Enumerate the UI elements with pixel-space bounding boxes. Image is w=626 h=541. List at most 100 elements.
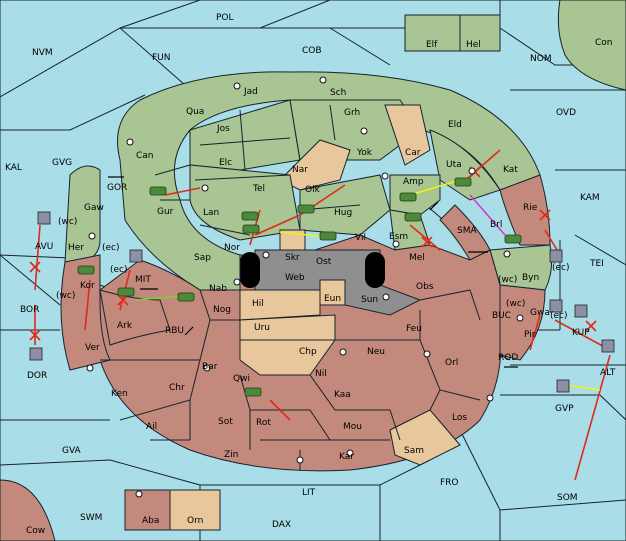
land-label-skr: Skr (285, 253, 300, 263)
army-unit-vil (319, 231, 337, 241)
sea-label-mit: MIT (135, 275, 151, 285)
fleet-unit-gvp (556, 379, 570, 393)
supply-centre-marker (86, 364, 94, 372)
supply-centre-marker (423, 350, 431, 358)
land-label-elf: Elf (426, 40, 438, 50)
fleet-unit-gwa (549, 299, 563, 313)
sea-label-gor: GOR (107, 183, 127, 193)
supply-centre-marker (203, 364, 211, 372)
supply-centre-marker (135, 490, 143, 498)
land-label-byn: Byn (522, 273, 539, 283)
supply-centre-marker (382, 293, 390, 301)
sea-label-ovd: OVD (556, 108, 576, 118)
order-move-arrow (554, 319, 611, 351)
army-unit-rot (244, 387, 262, 397)
army-unit-brl (504, 234, 522, 244)
sea-label-nvm: NVM (32, 48, 53, 58)
land-label-nor: Nor (224, 243, 240, 253)
fleet-units (29, 211, 615, 393)
sea-label-fun: FUN (152, 53, 171, 63)
supply-centre-marker (468, 167, 476, 175)
coast-tag-byn-ec: (ec) (552, 263, 570, 273)
land-label-sch: Sch (330, 88, 346, 98)
land-label-can: Can (136, 151, 154, 161)
land-label-elc: Elc (219, 158, 232, 168)
province-jos-area (189, 99, 301, 171)
sea-label-gvp: GVP (555, 404, 574, 414)
sea-label-tei: TEI (589, 259, 604, 269)
sea-label-kup: KUP (572, 328, 590, 338)
failed-order-cross (585, 320, 597, 332)
land-label-chp: Chp (299, 347, 317, 357)
adjacency-arrow-sma-north (429, 201, 439, 211)
land-label-hug: Hug (334, 208, 352, 218)
land-label-con: Con (595, 38, 613, 48)
land-label-kar: Kar (339, 452, 354, 462)
supply-centre-marker (346, 449, 354, 457)
land-label-her: Her (68, 243, 84, 253)
land-label-orn: Orn (187, 516, 203, 526)
sea-label-fro: FRO (440, 478, 459, 488)
army-unit-amp (399, 192, 417, 202)
land-label-kor: Kor (80, 281, 95, 291)
army-units (77, 177, 522, 397)
adjacency-arrow-rbu (184, 326, 194, 336)
land-label-nil: Nil (315, 369, 327, 379)
land-label-feu: Feu (406, 324, 422, 334)
land-label-ver: Ver (85, 343, 100, 353)
land-label-vil: Vil (355, 233, 366, 243)
sea-label-rbu: RBU (165, 326, 184, 336)
province-con (557, 0, 626, 91)
supply-centre-marker (381, 172, 389, 180)
land-label-uta: Uta (446, 160, 462, 170)
land-label-sam: Sam (404, 446, 424, 456)
supply-centre-marker (201, 184, 209, 192)
coast-tag-gwa-ec: (ec) (550, 311, 568, 321)
sea-label-nom: NOM (530, 54, 552, 64)
supply-centre-marker (392, 240, 400, 248)
province-borders (100, 104, 481, 470)
supply-centre-marker (319, 76, 327, 84)
land-label-grh: Grh (344, 108, 360, 118)
supply-centres (86, 76, 524, 498)
supply-centre-marker (262, 251, 270, 259)
land-label-ost: Ost (316, 257, 332, 267)
land-label-nar: Nar (292, 165, 308, 175)
supply-centre-marker (296, 456, 304, 464)
land-label-olk: Olk (305, 185, 321, 195)
supply-centre-marker (516, 314, 524, 322)
province-uta (429, 129, 501, 201)
coast-tag-avu-wc: (wc) (58, 217, 77, 227)
failed-order-cross (29, 329, 41, 341)
order-move-arrow (529, 314, 541, 351)
army-unit-lan (241, 211, 259, 221)
tunnel-east-cap (365, 252, 385, 288)
order-move-arrow (164, 187, 201, 196)
sea-label-swm: SWM (80, 513, 102, 523)
order-move-arrow (84, 279, 91, 331)
sea-label-lit: LIT (302, 488, 316, 498)
province-nar (279, 139, 351, 191)
land-label-sap: Sap (194, 253, 211, 263)
land-label-gaw: Gaw (84, 203, 104, 213)
fleet-unit-alt (601, 339, 615, 353)
province-hel (459, 14, 501, 52)
fleet-unit-dor (29, 347, 43, 361)
fleet-unit-mit (129, 249, 143, 263)
land-label-aba: Aba (142, 516, 159, 526)
land-label-pir: Pir (524, 330, 536, 340)
land-label-uru: Uru (254, 323, 270, 333)
land-label-hil: Hil (252, 299, 264, 309)
order-move-arrow (409, 224, 441, 251)
land-label-qua: Qua (186, 107, 204, 117)
land-label-eun: Eun (324, 294, 341, 304)
army-unit-nog (177, 292, 195, 302)
order-move-arrow (254, 184, 346, 236)
land-label-gur: Gur (157, 207, 174, 217)
sea-label-kal: KAL (5, 163, 22, 173)
province-orn (169, 489, 221, 531)
fleet-unit-avu (37, 211, 51, 225)
land-label-ark: Ark (117, 321, 133, 331)
land-label-rie: Rie (523, 203, 538, 213)
